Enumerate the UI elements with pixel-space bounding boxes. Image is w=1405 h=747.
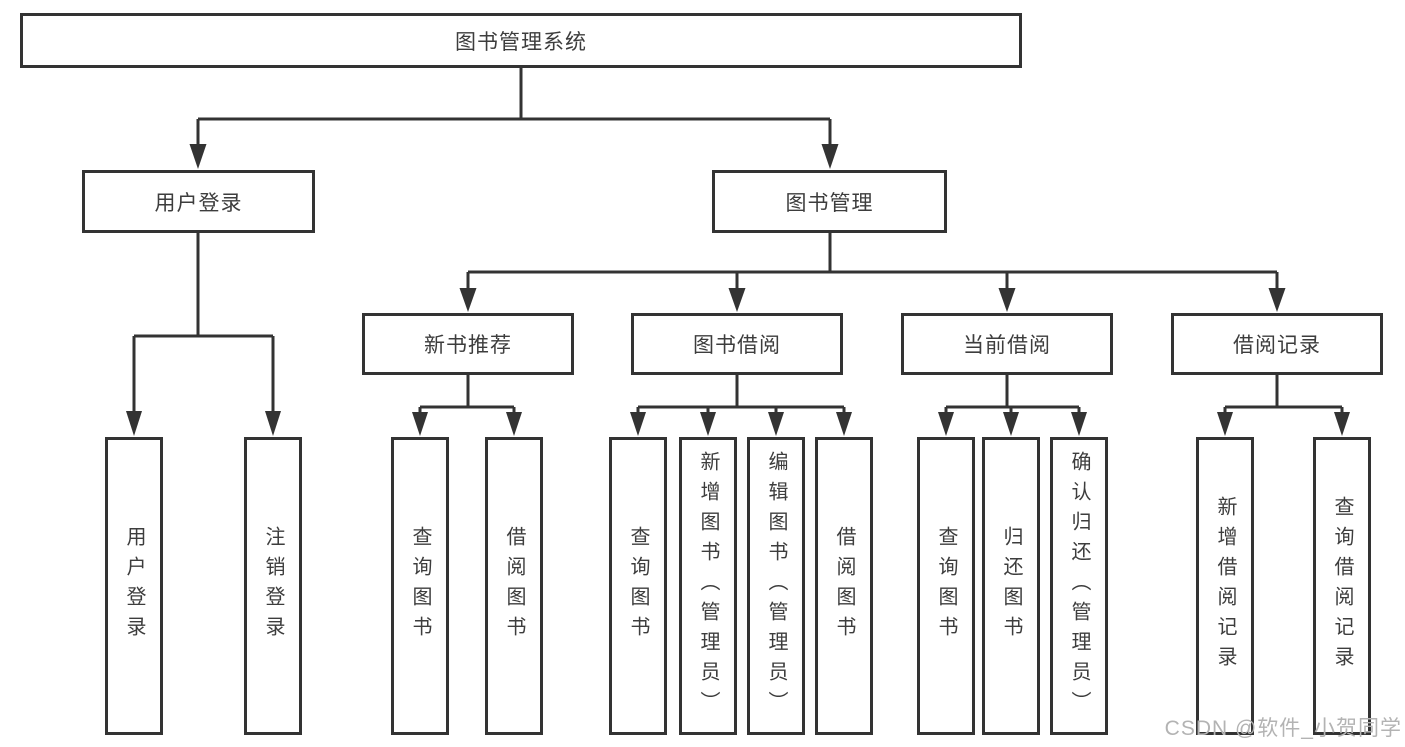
node-borrowing-records: 借阅记录 xyxy=(1171,313,1383,375)
node-current-borrowing: 当前借阅 xyxy=(901,313,1113,375)
node-label: 新增借阅记录 xyxy=(1214,496,1236,676)
node-new-book-recommendation: 新书推荐 xyxy=(362,313,574,375)
node-label: 查询借阅记录 xyxy=(1331,496,1353,676)
node-label: 注销登录 xyxy=(262,526,284,646)
node-label: 当前借阅 xyxy=(963,334,1051,357)
leaf-edit-books-admin: 编辑图书（管理员） xyxy=(747,437,805,735)
node-label: 新书推荐 xyxy=(424,334,512,357)
node-label: 确认归还（管理员） xyxy=(1068,451,1090,721)
node-label: 新增图书（管理员） xyxy=(697,451,719,721)
leaf-add-borrow-record: 新增借阅记录 xyxy=(1196,437,1254,735)
leaf-confirm-return-admin: 确认归还（管理员） xyxy=(1050,437,1108,735)
node-label: 用户登录 xyxy=(154,191,243,215)
leaf-query-books-recommend: 查询图书 xyxy=(391,437,449,735)
node-label: 图书管理系统 xyxy=(455,30,587,54)
node-label: 图书借阅 xyxy=(693,334,781,357)
leaf-borrow-books: 借阅图书 xyxy=(815,437,873,735)
leaf-query-books-current: 查询图书 xyxy=(917,437,975,735)
node-label: 借阅图书 xyxy=(503,526,525,646)
node-label: 借阅图书 xyxy=(833,526,855,646)
leaf-user-login: 用户登录 xyxy=(105,437,163,735)
node-label: 归还图书 xyxy=(1000,526,1022,646)
leaf-query-books-borrow: 查询图书 xyxy=(609,437,667,735)
node-label: 查询图书 xyxy=(935,526,957,646)
node-book-management: 图书管理 xyxy=(712,170,947,233)
node-label: 图书管理 xyxy=(785,191,874,215)
leaf-borrow-books-recommend: 借阅图书 xyxy=(485,437,543,735)
node-label: 查询图书 xyxy=(627,526,649,646)
node-label: 借阅记录 xyxy=(1233,334,1321,357)
node-label: 编辑图书（管理员） xyxy=(765,451,787,721)
leaf-logout: 注销登录 xyxy=(244,437,302,735)
leaf-add-books-admin: 新增图书（管理员） xyxy=(679,437,737,735)
leaf-return-books: 归还图书 xyxy=(982,437,1040,735)
node-book-borrowing: 图书借阅 xyxy=(631,313,843,375)
csdn-watermark: CSDN @软件_小贺同学 xyxy=(1164,717,1402,740)
leaf-query-borrow-record: 查询借阅记录 xyxy=(1313,437,1371,735)
node-user-login: 用户登录 xyxy=(82,170,315,233)
node-label: 查询图书 xyxy=(409,526,431,646)
node-label: 用户登录 xyxy=(123,526,145,646)
node-library-management-system: 图书管理系统 xyxy=(20,13,1022,68)
